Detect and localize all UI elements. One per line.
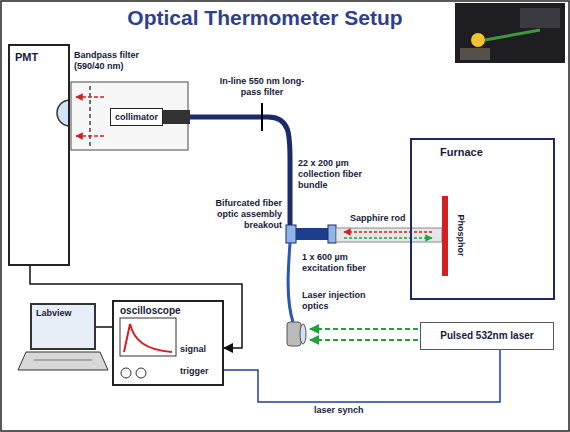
emission-arrow — [76, 135, 104, 137]
laser-label: Pulsed 532nm laser — [440, 330, 533, 342]
setup-photo — [455, 3, 565, 63]
bandpass-filter — [89, 86, 91, 146]
photo-rod — [485, 30, 540, 40]
port-label: signal — [180, 344, 206, 355]
software-label: Labview — [36, 308, 72, 319]
callout-label: Phosphor — [455, 204, 466, 268]
pmt-box: PMT — [8, 44, 70, 266]
fiber-connector — [160, 110, 190, 124]
photo-ground — [455, 3, 565, 63]
pmt-label: PMT — [15, 51, 38, 64]
emission-arrow — [344, 231, 432, 233]
laser-box: Pulsed 532nm laser — [420, 322, 554, 350]
callout-label: Bifurcated fiber optic assembly breakout — [194, 198, 282, 231]
collimator-label: collimator — [115, 112, 158, 123]
furnace-box: Furnace — [410, 138, 555, 300]
signal-wire — [96, 326, 112, 328]
laptop-keys — [34, 360, 92, 361]
photo-glow — [471, 33, 485, 47]
breakout-connector — [286, 225, 296, 243]
excitation-fiber — [288, 243, 293, 322]
furnace-label: Furnace — [440, 146, 483, 159]
inline-filter — [261, 103, 263, 131]
scope-knob — [136, 368, 146, 378]
diagram-title: Optical Thermometer Setup — [60, 6, 470, 30]
callout-label: Bandpass filter (590/40 nm) — [74, 50, 164, 72]
oscilloscope-label: oscilloscope — [120, 305, 181, 317]
callout-label: 1 x 600 µm excitation fiber — [302, 252, 378, 274]
phosphor-layer — [442, 196, 448, 276]
laser-beam — [310, 339, 418, 341]
sapphire-rod — [336, 228, 442, 242]
collimator-box: collimator — [110, 108, 163, 126]
callout-label: Sapphire rod — [350, 213, 420, 224]
oscilloscope-box: oscilloscope signal trigger — [112, 300, 224, 386]
laptop-screen: Labview — [30, 303, 96, 350]
port-label: trigger — [180, 366, 209, 377]
signal-wire — [224, 350, 500, 402]
laser-beam — [310, 328, 418, 330]
injection-lens — [300, 324, 306, 344]
breakout-connector — [328, 225, 336, 243]
laptop-base — [18, 352, 108, 370]
photo-part — [460, 48, 490, 60]
injection-optics — [287, 322, 301, 346]
scope-knob — [121, 368, 131, 378]
photo-part — [520, 8, 560, 28]
callout-label: In-line 550 nm long-pass filter — [216, 76, 308, 98]
fiber-assembly — [296, 228, 328, 240]
decay-trace — [124, 324, 172, 352]
scope-screen — [120, 318, 176, 356]
wire-label: laser synch — [312, 405, 366, 416]
emission-arrow — [76, 96, 104, 98]
callout-label: Laser injection optics — [302, 290, 378, 312]
callout-label: 22 x 200 µm collection fiber bundle — [298, 158, 382, 191]
excitation-arrow — [344, 237, 432, 239]
